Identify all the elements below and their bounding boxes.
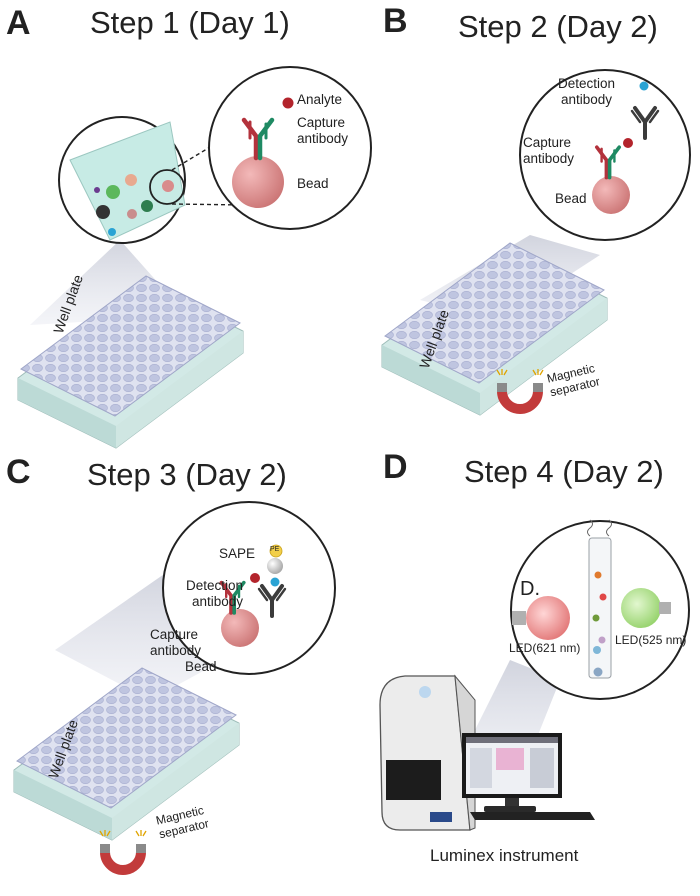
highlight-circle bbox=[149, 169, 185, 205]
label-sape: SAPE bbox=[219, 546, 256, 561]
label-bead-c: Bead bbox=[185, 659, 217, 674]
flow-spring bbox=[587, 519, 612, 537]
biotin-b bbox=[639, 81, 649, 91]
label-detection-antibody-c: Detection antibody bbox=[186, 578, 244, 609]
label-capture-antibody-c: Capture antibody bbox=[150, 627, 202, 658]
panel-c bbox=[13, 501, 336, 870]
sape-c bbox=[267, 558, 283, 574]
label-bead-b: Bead bbox=[555, 191, 587, 206]
panel-b bbox=[381, 69, 691, 416]
analyte-a bbox=[282, 97, 294, 109]
title-step-2: Step 2 (Day 2) bbox=[458, 9, 658, 44]
luminex-instrument bbox=[379, 674, 476, 831]
bead-a bbox=[232, 156, 284, 208]
panel-letter-a: A bbox=[6, 4, 31, 42]
analyte-b bbox=[623, 138, 633, 148]
biotin-c bbox=[270, 577, 280, 587]
title-step-1: Step 1 (Day 1) bbox=[90, 5, 290, 40]
computer-monitor bbox=[462, 733, 595, 820]
label-led-red: LED(621 nm) bbox=[509, 641, 581, 655]
bead-c bbox=[221, 609, 259, 647]
bead-b bbox=[592, 176, 630, 214]
led-green-bulb bbox=[621, 588, 671, 628]
pe-tag-c bbox=[269, 544, 283, 558]
title-step-4: Step 4 (Day 2) bbox=[464, 454, 664, 489]
panel-letter-d: D bbox=[383, 448, 408, 486]
label-capture-antibody-b: Capture antibody bbox=[523, 135, 575, 166]
zoom-circle-b bbox=[519, 69, 691, 241]
panel-a bbox=[17, 66, 372, 449]
label-led-green: LED(525 nm) bbox=[615, 633, 687, 647]
panel-letter-c: C bbox=[6, 453, 31, 491]
label-capture-antibody-a: Capture antibody bbox=[297, 115, 349, 146]
panel-letter-b: B bbox=[383, 2, 408, 40]
label-bead-a: Bead bbox=[297, 176, 329, 191]
well-plate-a bbox=[17, 275, 244, 449]
zoom-circle-a bbox=[208, 66, 372, 230]
label-pe-tag: PE bbox=[270, 546, 280, 553]
panel-d bbox=[379, 519, 690, 831]
led-red-bulb bbox=[512, 596, 570, 640]
label-detection-antibody-b: Detection antibody bbox=[558, 76, 616, 107]
flow-cell bbox=[588, 537, 612, 679]
label-inset-d: D. bbox=[520, 578, 540, 600]
well-contents bbox=[69, 121, 186, 241]
zoom-circle-c bbox=[162, 501, 336, 675]
analyte-c bbox=[250, 573, 260, 583]
label-luminex-instrument: Luminex instrument bbox=[430, 846, 579, 865]
title-step-3: Step 3 (Day 2) bbox=[87, 457, 287, 492]
label-analyte: Analyte bbox=[297, 92, 343, 107]
